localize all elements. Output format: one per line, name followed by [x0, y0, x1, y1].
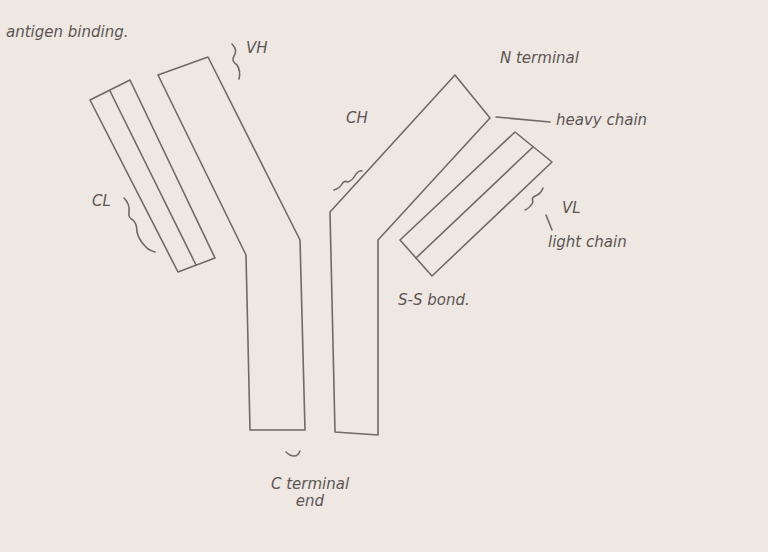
chain-label: light chain: [548, 234, 627, 251]
leader-line: [546, 215, 552, 230]
chain-inner-line: [110, 91, 196, 265]
chain-inner-line: [416, 147, 533, 258]
light-chain-left: [90, 80, 215, 272]
terminal-label: N terminal: [500, 50, 579, 67]
chain-label: heavy chain: [556, 112, 647, 129]
bond-label: S-S bond.: [398, 292, 470, 309]
heavy-chain-left: [158, 57, 305, 430]
region-label: CL: [92, 193, 111, 210]
region-label: CH: [346, 110, 368, 127]
region-label: VH: [246, 40, 268, 57]
leader-line: [496, 117, 550, 122]
ch-brace: [334, 171, 362, 190]
vh-brace: [232, 44, 240, 79]
c-terminal-brace: [286, 451, 300, 456]
cl-brace: [124, 198, 155, 252]
vl-brace: [525, 188, 543, 210]
light-chain-right: [400, 132, 552, 276]
caption-label: antigen binding.: [6, 24, 128, 41]
terminal-label: C terminal end: [262, 476, 358, 511]
region-label: VL: [562, 200, 581, 217]
heavy-chain-right: [330, 75, 490, 435]
